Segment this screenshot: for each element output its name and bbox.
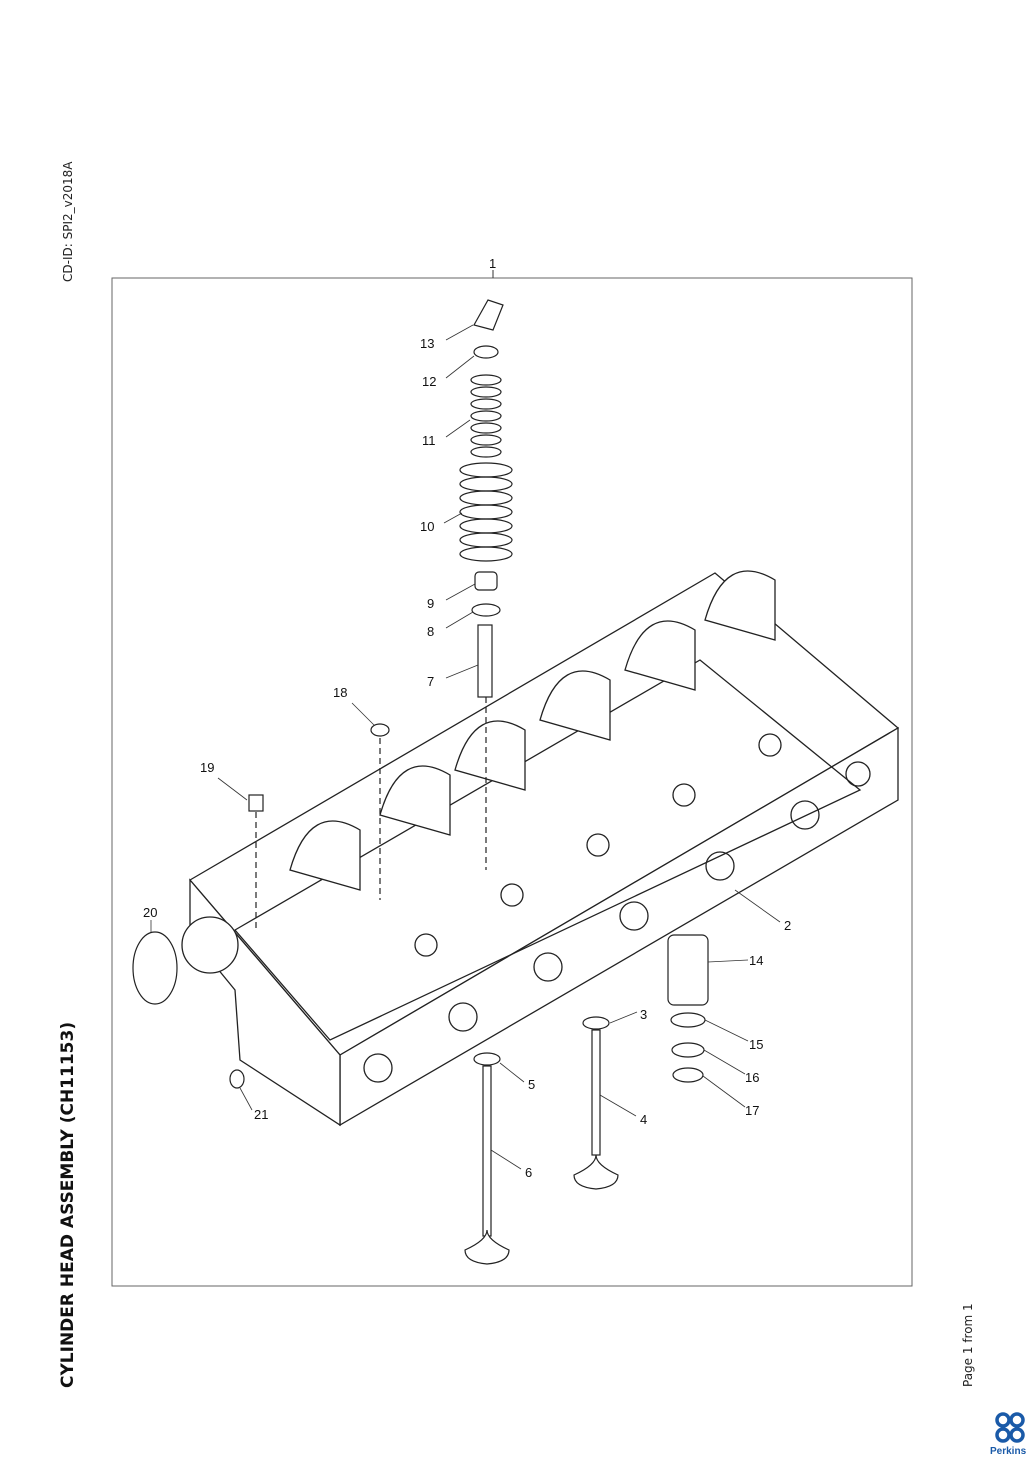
callout-18: 18 [333, 685, 347, 700]
callout-19: 19 [200, 760, 214, 775]
callout-16: 16 [745, 1070, 759, 1085]
callout-labels: 1 2 3 4 5 6 7 8 9 10 11 12 13 14 15 16 1… [143, 256, 791, 1180]
callout-leaders [150, 324, 781, 1170]
callout-21: 21 [254, 1107, 268, 1122]
callout-11: 11 [422, 433, 436, 448]
callout-7: 7 [427, 674, 434, 689]
cylinder-head [181, 570, 900, 1127]
diagram-frame [111, 277, 913, 1287]
callout-6: 6 [525, 1165, 532, 1180]
callout-9: 9 [427, 596, 434, 611]
callout-15: 15 [749, 1037, 763, 1052]
perkins-logo-icon [995, 1412, 1025, 1443]
callout-5: 5 [528, 1077, 535, 1092]
callout-13: 13 [420, 336, 434, 351]
brand-name: Perkins [990, 1446, 1027, 1457]
callout-17: 17 [745, 1103, 759, 1118]
callout-8: 8 [427, 624, 434, 639]
callout-2: 2 [784, 918, 791, 933]
callout-10: 10 [420, 519, 434, 534]
callout-1: 1 [489, 256, 496, 271]
callout-3: 3 [640, 1007, 647, 1022]
callout-14: 14 [749, 953, 763, 968]
callout-20: 20 [143, 905, 157, 920]
callout-4: 4 [640, 1112, 647, 1127]
callout-12: 12 [422, 374, 436, 389]
valve-train-parts [132, 299, 709, 1265]
